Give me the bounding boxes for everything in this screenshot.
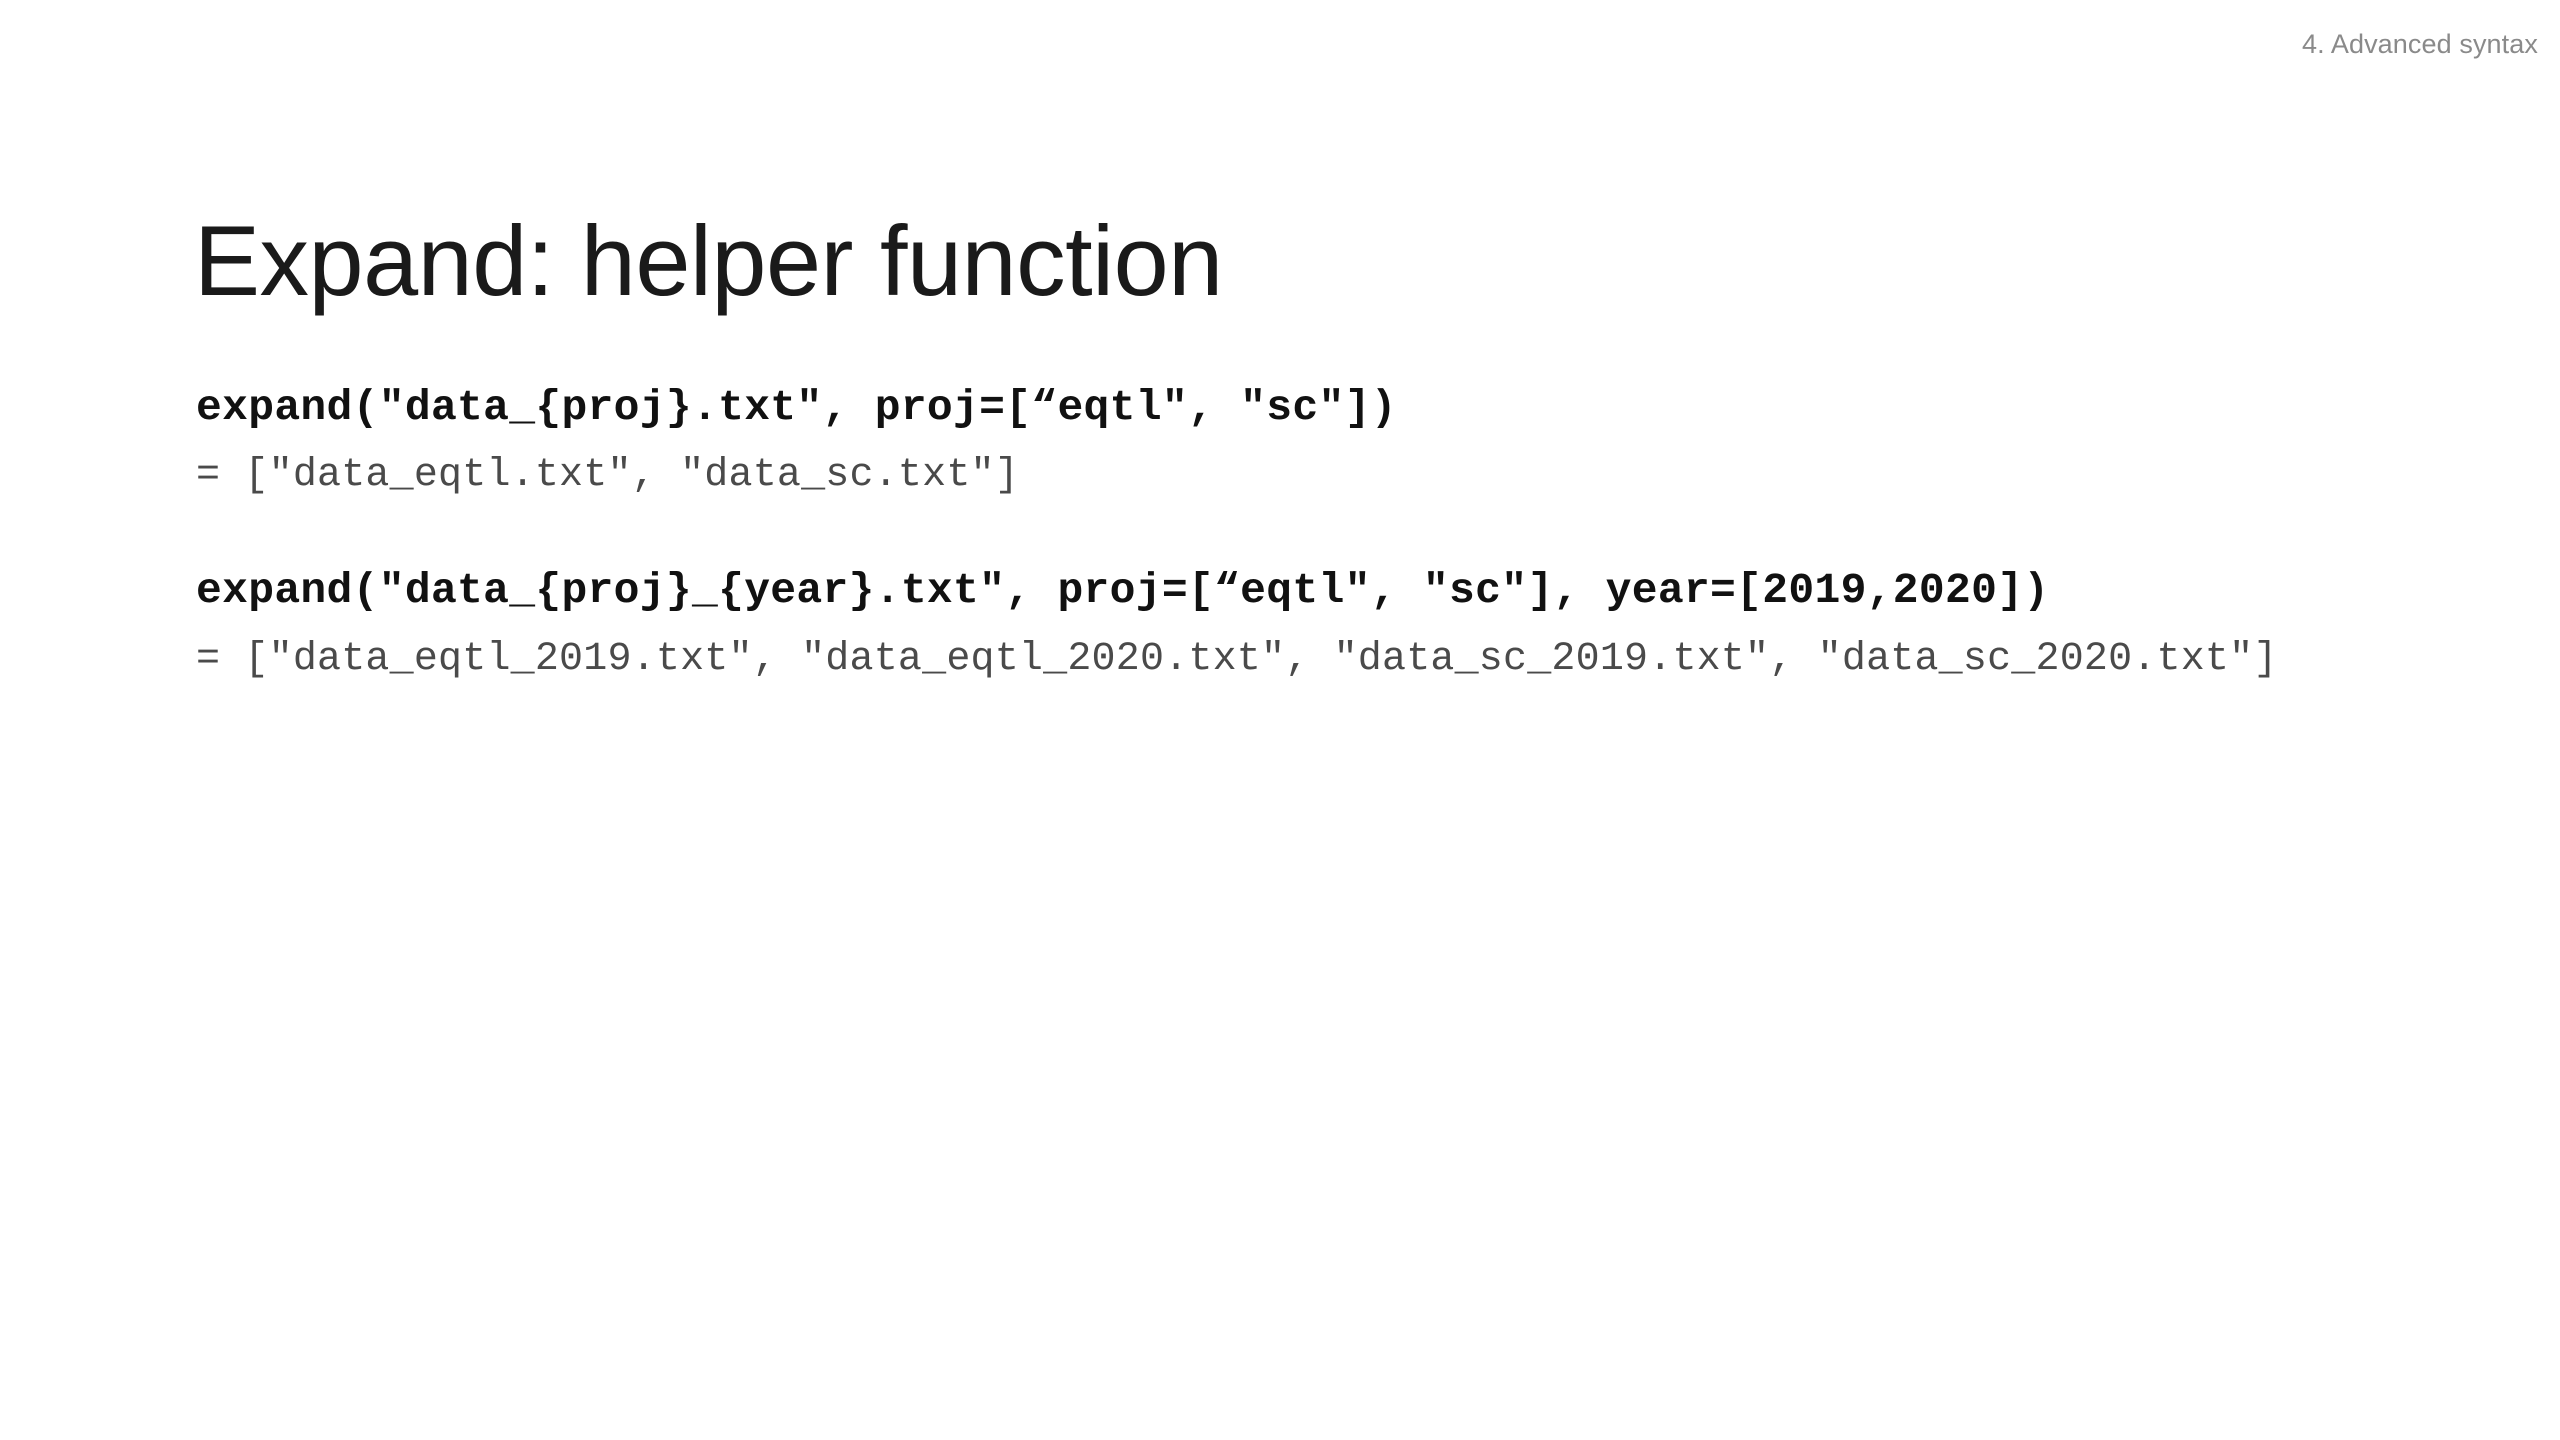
code-example-group: expand("data_{proj}_{year}.txt", proj=[“… [196, 565, 2496, 684]
code-body: expand("data_{proj}.txt", proj=[“eqtl", … [196, 382, 2496, 685]
code-example-group: expand("data_{proj}.txt", proj=[“eqtl", … [196, 382, 2496, 501]
code-result-value: = ["data_eqtl_2019.txt", "data_eqtl_2020… [196, 636, 2278, 682]
code-call-expression: expand("data_{proj}_{year}.txt", proj=[“… [196, 566, 2050, 616]
section-marker: 4. Advanced syntax [2302, 29, 2538, 59]
page-title: Expand: helper function [194, 205, 1223, 317]
code-result-value: = ["data_eqtl.txt", "data_sc.txt"] [196, 453, 1019, 499]
code-call-expression: expand("data_{proj}.txt", proj=[“eqtl", … [196, 383, 1397, 432]
